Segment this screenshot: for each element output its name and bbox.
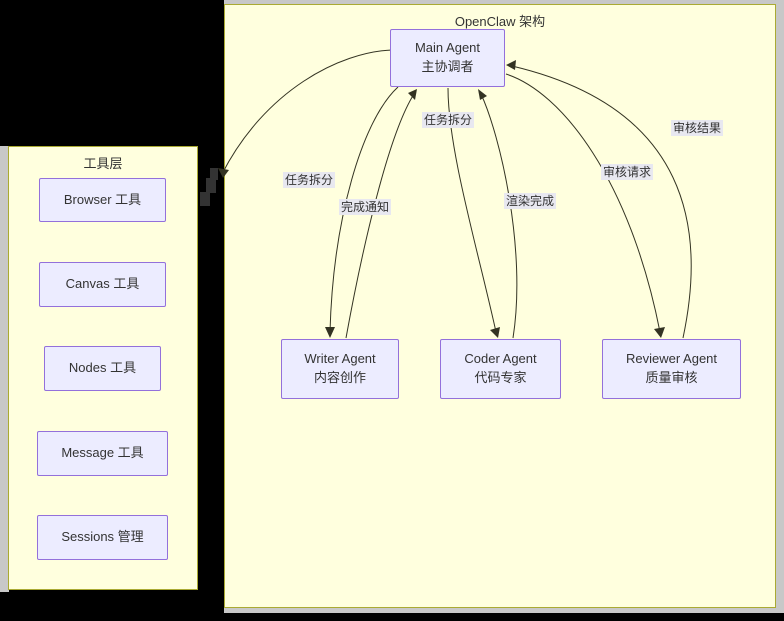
- architecture-title: OpenClaw 架构: [454, 14, 546, 29]
- node-sessions-management[interactable]: Sessions 管理: [37, 515, 168, 560]
- node-writer-agent-subtitle: 内容创作: [313, 370, 366, 385]
- node-main-agent[interactable]: Main Agent 主协调者: [390, 29, 505, 87]
- node-reviewer-agent[interactable]: Reviewer Agent 质量审核: [602, 339, 741, 399]
- edge-label-writer-main: 完成通知: [338, 199, 392, 215]
- panel-gap-mark-3: [210, 168, 218, 180]
- edge-label-coder-main: 渲染完成: [503, 193, 557, 209]
- node-nodes-tool-label: Nodes 工具: [68, 360, 137, 376]
- node-writer-agent[interactable]: Writer Agent 内容创作: [281, 339, 399, 399]
- panel-gap-mark-1: [200, 192, 210, 206]
- node-reviewer-agent-subtitle: 质量审核: [645, 370, 698, 385]
- node-nodes-tool[interactable]: Nodes 工具: [44, 346, 161, 391]
- node-coder-agent[interactable]: Coder Agent 代码专家: [440, 339, 561, 399]
- tools-layer-title: 工具层: [83, 156, 123, 171]
- node-canvas-tool[interactable]: Canvas 工具: [39, 262, 166, 307]
- canvas-edge-top: [224, 0, 784, 5]
- edge-label-reviewer-main: 审核结果: [670, 120, 724, 136]
- node-browser-tool[interactable]: Browser 工具: [39, 178, 166, 222]
- node-message-tool[interactable]: Message 工具: [37, 431, 168, 476]
- node-main-agent-subtitle: 主协调者: [421, 59, 474, 74]
- canvas-edge-right: [776, 0, 784, 612]
- node-reviewer-agent-title: Reviewer Agent: [625, 351, 718, 367]
- node-canvas-tool-label: Canvas 工具: [65, 276, 140, 292]
- subgraph-openclaw-architecture: OpenClaw 架构: [224, 4, 776, 608]
- edge-label-main-reviewer: 审核请求: [600, 164, 654, 180]
- canvas-edge-bottom: [224, 607, 784, 613]
- node-message-tool-label: Message 工具: [61, 445, 144, 461]
- canvas-edge-left: [0, 146, 9, 592]
- panel-gap-mark-2: [206, 178, 216, 193]
- node-browser-tool-label: Browser 工具: [63, 191, 142, 207]
- node-sessions-management-label: Sessions 管理: [61, 529, 144, 545]
- node-writer-agent-title: Writer Agent: [304, 351, 376, 367]
- edge-label-main-coder: 任务拆分: [421, 112, 475, 128]
- node-coder-agent-title: Coder Agent: [464, 351, 537, 367]
- node-main-agent-title: Main Agent: [414, 40, 481, 56]
- edge-label-main-writer: 任务拆分: [282, 172, 336, 188]
- node-coder-agent-subtitle: 代码专家: [474, 370, 527, 385]
